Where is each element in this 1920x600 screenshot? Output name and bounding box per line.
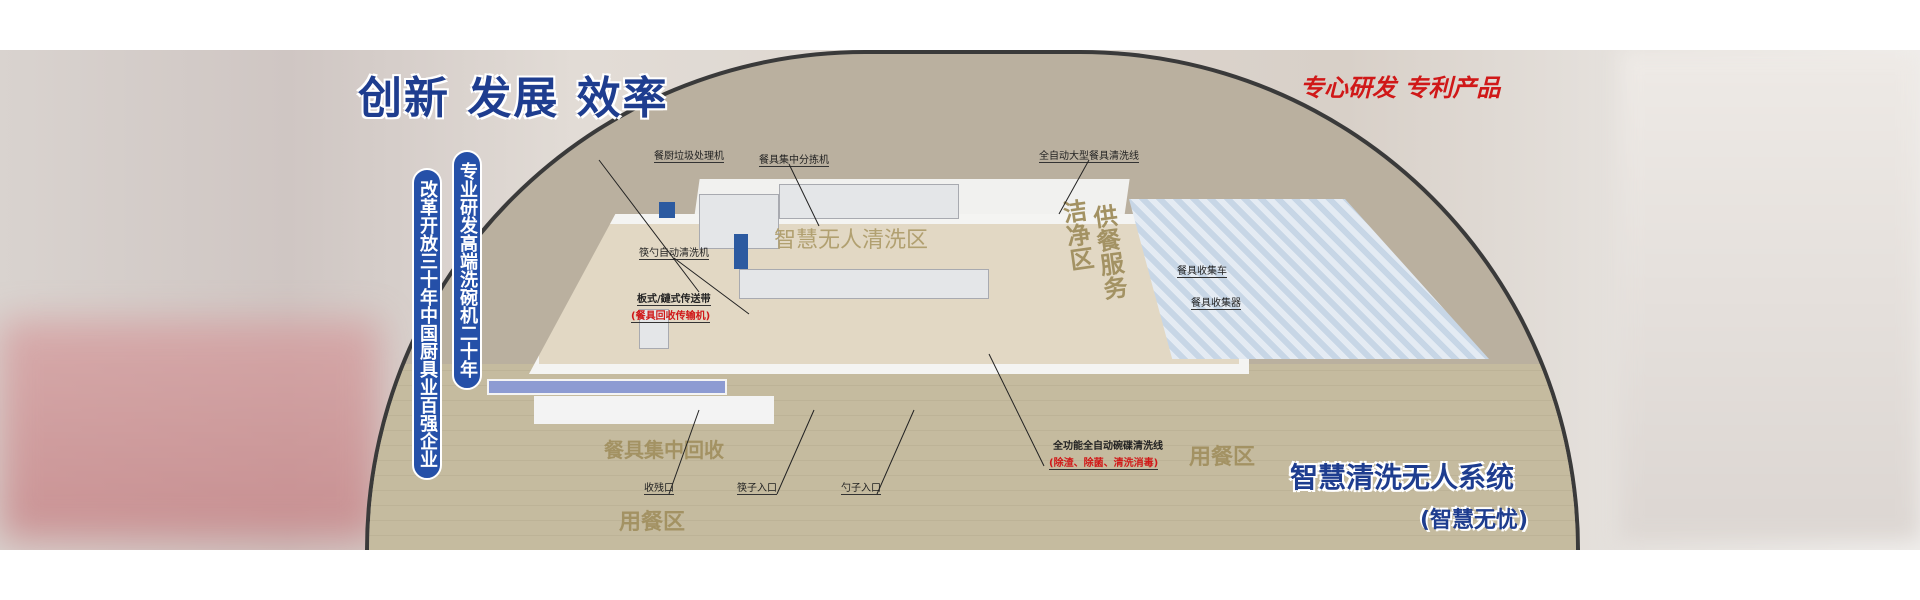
slogan: 专心研发 专利产品 [1300,73,1501,102]
background-blur-right [1620,50,1920,540]
pill-top-hundred: 改革开放三十年中国厨具业百强企业 [412,168,442,480]
label-conveyor: 板式/鏈式传送带 [637,290,711,306]
pill-text: 专业研发高端洗碗机二十年 [457,162,478,378]
label-spoons: 勺子入口 [841,479,881,495]
label-conveyor-sub: (餐具回收传输机) [631,307,711,323]
pill-text: 改革开放三十年中国厨具业百强企业 [417,180,438,468]
label-collect-cart: 餐具收集车 [1177,262,1227,278]
zone-dining-right: 用餐区 [1189,445,1256,470]
label-garbage: 餐厨垃圾处理机 [654,147,724,163]
wash-line-machine [779,184,959,219]
dining-floor [369,364,1576,550]
zone-dining-left: 用餐区 [619,510,686,535]
leader-lines [598,159,1090,495]
background-blur [0,320,380,540]
label-full-line: 全功能全自动碗碟清洗线 [1053,441,1163,452]
label-chopsticks: 筷子入口 [737,479,777,495]
label-wash-line: 全自动大型餐具清洗线 [1039,147,1139,163]
zone-collection: 餐具集中回收 [604,438,724,462]
spoon-washer [639,309,669,349]
zone-clean: 智慧无人清洗区 [774,228,929,253]
headline: 创新 发展 效率 [358,73,669,124]
label-collector: 餐具收集器 [1191,294,1241,310]
dish-line-machine [739,269,989,299]
conveyor-belt [487,379,727,395]
system-title: 智慧清洗无人系统 [1290,461,1515,494]
machine-panel [659,202,675,218]
label-sorter: 餐具集中分拣机 [759,151,829,167]
label-residue: 收残口 [644,479,674,495]
machine-panel [734,234,748,269]
system-subtitle: (智慧无忧) [1420,508,1529,533]
label-full-line-sub: (除渣、除菌、清洗消毒) [1049,454,1159,470]
collection-counter [534,396,774,424]
pill-twenty-years: 专业研发高端洗碗机二十年 [452,150,482,390]
